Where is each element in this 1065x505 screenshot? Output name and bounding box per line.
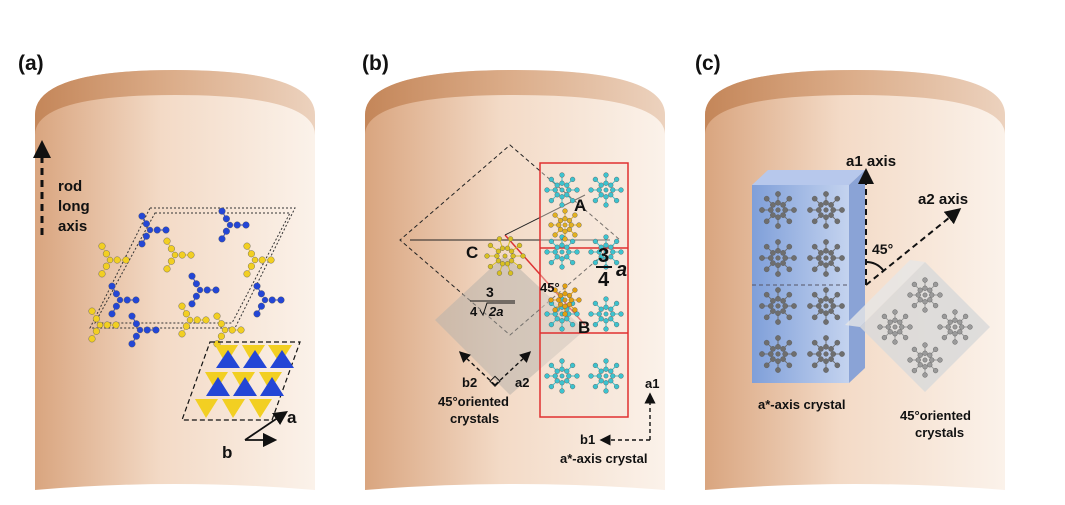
a2-axis-label: a2 axis xyxy=(918,191,968,208)
fraction-3-over-4-sqrt2a: 3 4 2a xyxy=(470,284,515,319)
a-star-crystal-box xyxy=(752,170,865,383)
a1-axis-label: a1 axis xyxy=(846,153,896,170)
axis-arrows-c xyxy=(858,168,962,286)
rod-text: rod xyxy=(58,178,82,195)
crystal-structure-a xyxy=(88,207,285,348)
triangle-lattice xyxy=(181,341,301,421)
panel-label-b: (b) xyxy=(362,52,389,75)
fraction-3-4-a: 3 4 a xyxy=(596,245,627,291)
point-B: B xyxy=(578,318,590,337)
axis-b2-label: b2 xyxy=(462,375,477,390)
long-text: long xyxy=(58,198,90,215)
panel-label-a: (a) xyxy=(18,52,44,75)
axis-b1-label: b1 xyxy=(580,432,595,447)
axis-text: axis xyxy=(58,218,87,235)
oriented-label-b-line1: 45°oriented xyxy=(438,394,509,409)
molecule-grid-b xyxy=(484,172,624,394)
svg-text:a: a xyxy=(616,259,627,281)
axis-a1-label: a1 xyxy=(645,376,659,391)
svg-text:3: 3 xyxy=(486,284,494,300)
rod-a xyxy=(35,70,315,490)
svg-text:2a: 2a xyxy=(488,304,503,319)
lattice-vectors xyxy=(244,410,288,448)
angle-45-b: 45° xyxy=(540,280,560,295)
oriented-label-c-line2: crystals xyxy=(915,425,964,440)
molecule-grid-c xyxy=(759,191,973,378)
oriented-label-c-line1: 45°oriented xyxy=(900,408,971,423)
vector-b-label: b xyxy=(222,443,232,462)
svg-text:4: 4 xyxy=(598,269,610,291)
point-A: A xyxy=(574,196,586,215)
astar-label-c: a*-axis crystal xyxy=(758,397,845,412)
axes-a1-b1 xyxy=(599,392,656,446)
panel-label-c: (c) xyxy=(695,52,721,75)
vector-a-label: a xyxy=(287,408,297,427)
oriented-crystal-box-c xyxy=(845,260,990,392)
oriented-label-b-line2: crystals xyxy=(450,411,499,426)
astar-label-b: a*-axis crystal xyxy=(560,451,647,466)
point-C: C xyxy=(466,243,478,262)
angle-45-c: 45° xyxy=(872,241,893,257)
axis-a2-label: a2 xyxy=(515,375,529,390)
rod-long-axis-arrow xyxy=(33,140,51,235)
axes-b2-a2 xyxy=(458,351,532,387)
svg-text:3: 3 xyxy=(598,245,609,267)
svg-text:4: 4 xyxy=(470,304,478,319)
